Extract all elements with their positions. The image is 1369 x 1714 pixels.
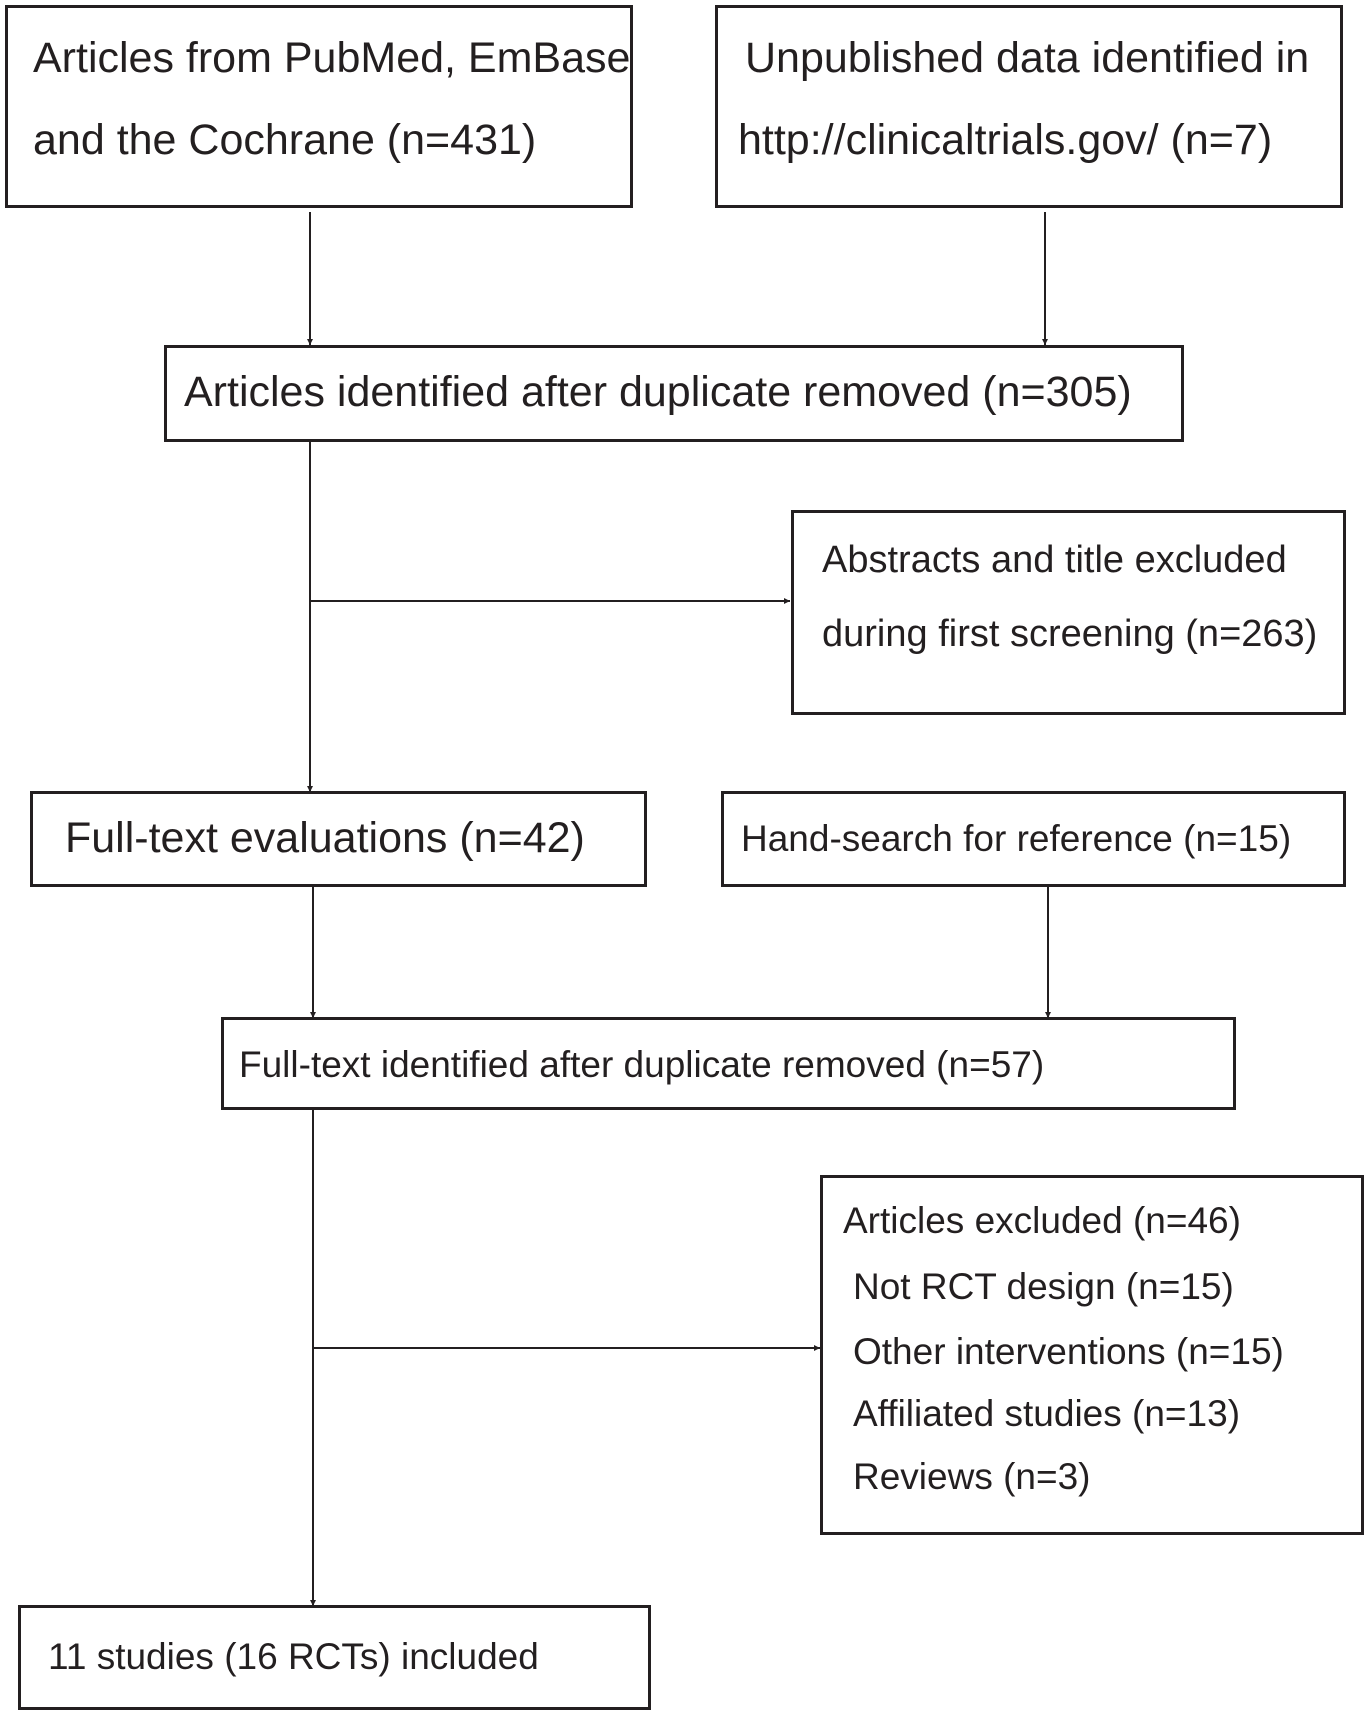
included-text: 11 studies (16 RCTs) included (48, 1636, 539, 1677)
abstracts-excluded-line-1: Abstracts and title excluded (822, 539, 1287, 581)
hand-search-box: Hand-search for reference (n=15) (721, 791, 1346, 887)
after-duplicate-box: Articles identified after duplicate remo… (164, 345, 1184, 442)
articles-excluded-item: Reviews (n=3) (853, 1456, 1091, 1497)
articles-excluded-title: Articles excluded (n=46) (843, 1200, 1241, 1241)
full-text-identified-box: Full-text identified after duplicate rem… (221, 1017, 1236, 1110)
full-text-identified-text: Full-text identified after duplicate rem… (239, 1044, 1045, 1085)
pubmed-line-2: and the Cochrane (n=431) (33, 116, 537, 164)
abstracts-excluded-line-2: during first screening (n=263) (822, 613, 1318, 655)
pubmed-line-1: Articles from PubMed, EmBase (33, 34, 631, 82)
articles-excluded-item: Affiliated studies (n=13) (853, 1393, 1241, 1434)
articles-excluded-box: Articles excluded (n=46) Not RCT design … (820, 1175, 1364, 1535)
unpublished-line-2: http://clinicaltrials.gov/ (n=7) (738, 116, 1273, 164)
pubmed-box: Articles from PubMed, EmBase and the Coc… (5, 5, 633, 208)
abstracts-excluded-box: Abstracts and title excluded during firs… (791, 510, 1346, 715)
full-text-evaluations-box: Full-text evaluations (n=42) (30, 791, 647, 887)
articles-excluded-item: Not RCT design (n=15) (853, 1266, 1234, 1307)
after-duplicate-text: Articles identified after duplicate remo… (184, 368, 1132, 416)
hand-search-text: Hand-search for reference (n=15) (741, 818, 1292, 859)
unpublished-line-1: Unpublished data identified in (745, 34, 1310, 82)
full-text-evaluations-text: Full-text evaluations (n=42) (65, 814, 585, 862)
unpublished-box: Unpublished data identified in http://cl… (715, 5, 1343, 208)
included-box: 11 studies (16 RCTs) included (18, 1605, 651, 1710)
articles-excluded-item: Other interventions (n=15) (853, 1331, 1284, 1372)
